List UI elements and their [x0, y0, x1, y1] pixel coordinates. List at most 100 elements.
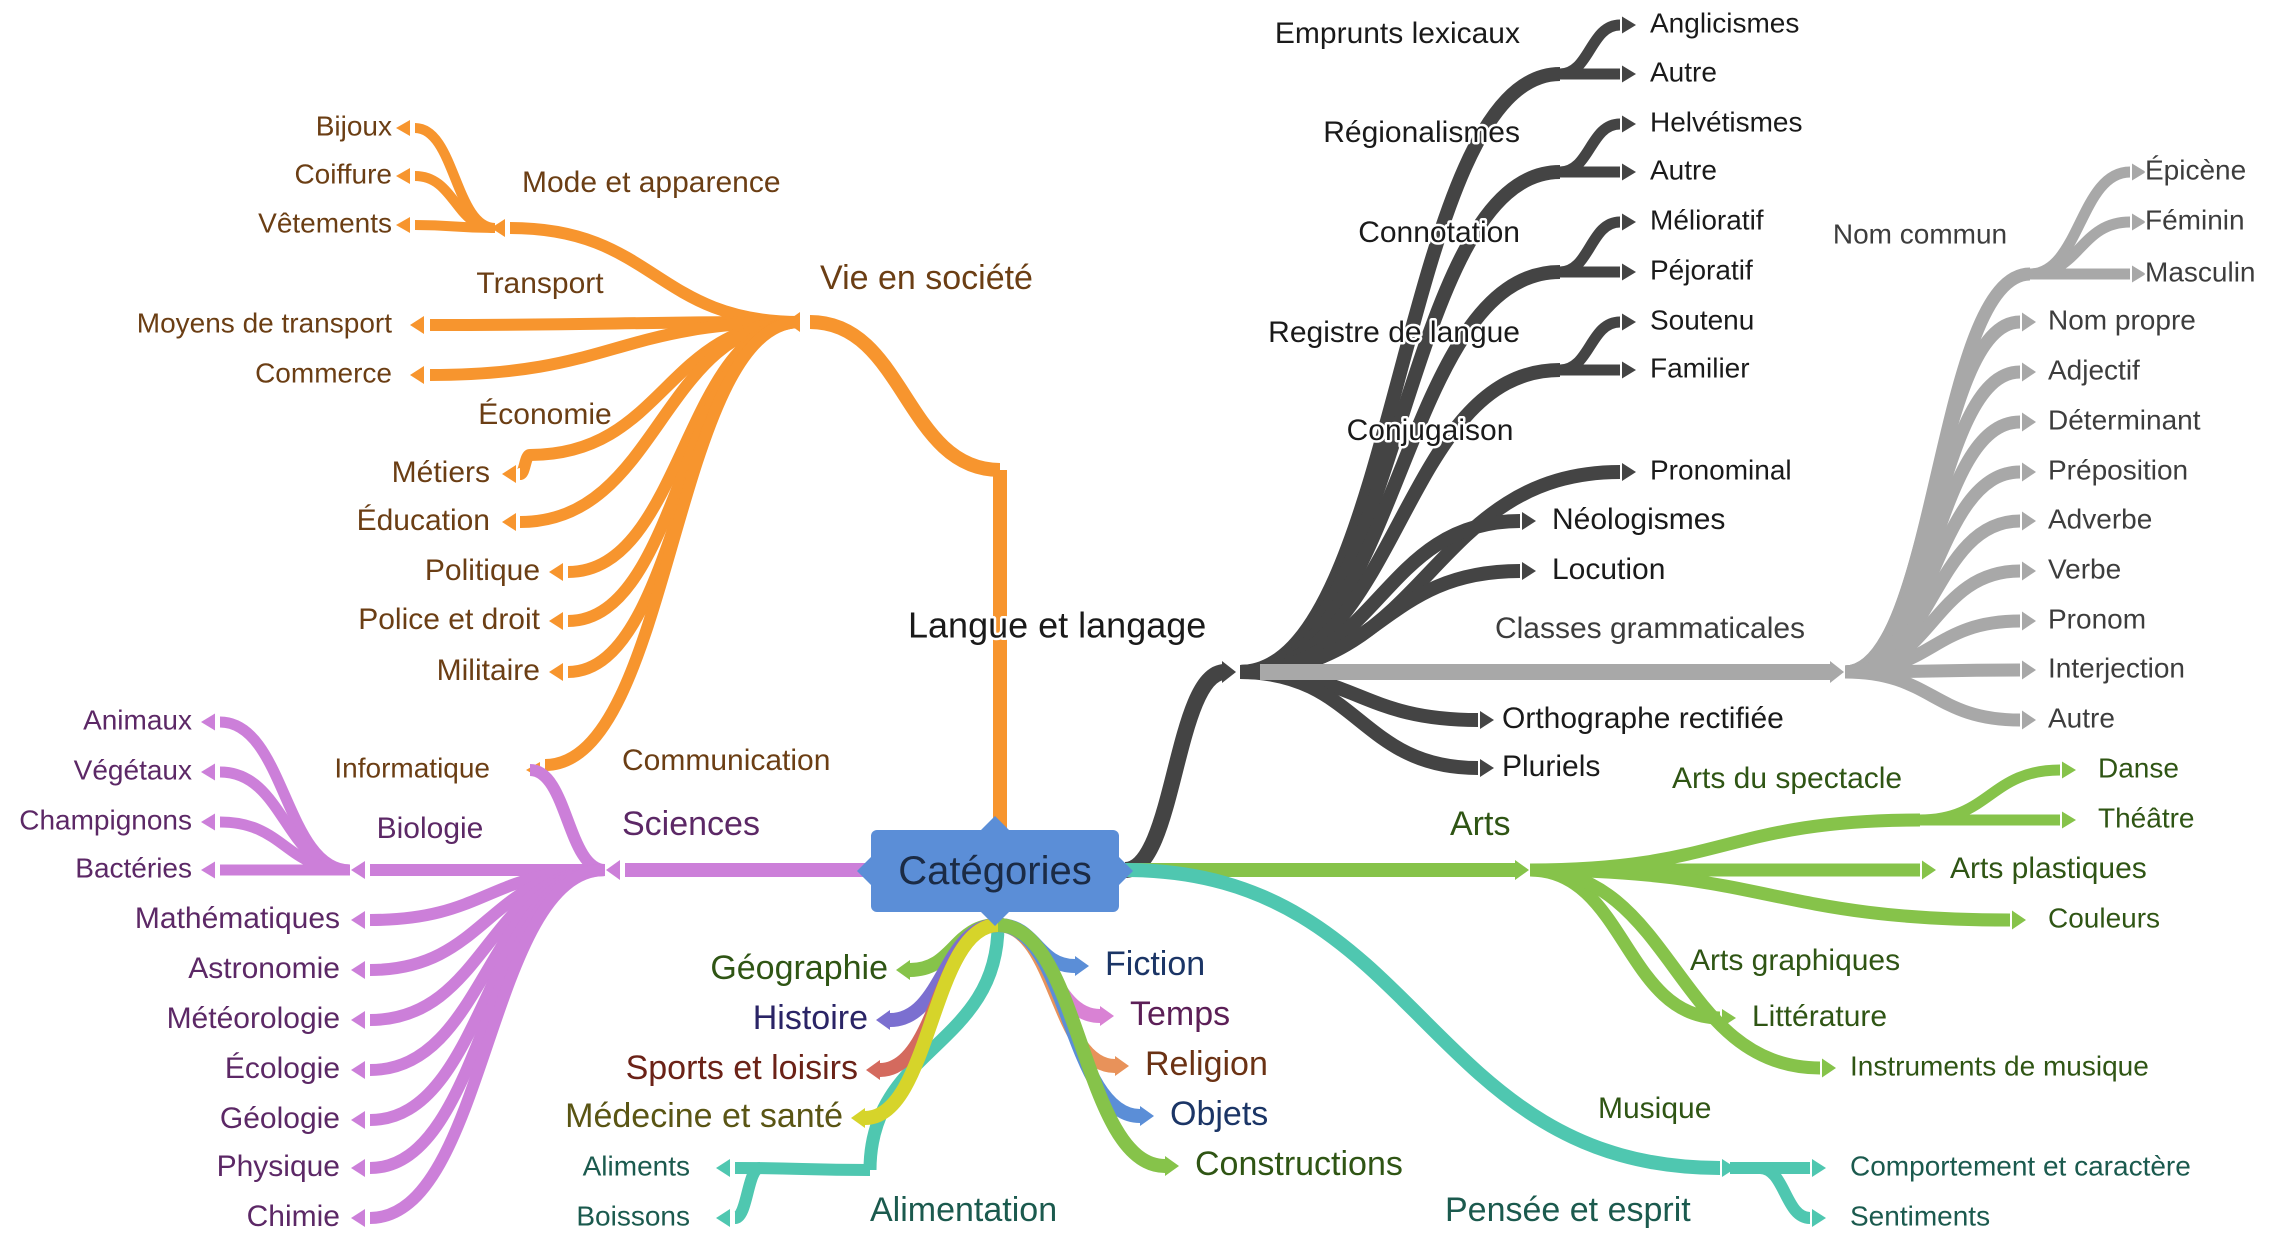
node-religion[interactable]: Religion	[1143, 1042, 1271, 1085]
node-pronom[interactable]: Pronom	[2046, 601, 2149, 637]
node-commerce[interactable]: Commerce	[253, 355, 395, 391]
node-vegetaux[interactable]: Végétaux	[71, 752, 194, 788]
arrow-tip-icon	[1100, 1006, 1114, 1026]
node-boissons[interactable]: Boissons	[574, 1198, 693, 1234]
node-nom-propre[interactable]: Nom propre	[2046, 302, 2199, 338]
node-vie-en-societe[interactable]: Vie en société	[818, 256, 1036, 299]
node-instruments-de-musique[interactable]: Instruments de musique	[1848, 1048, 2152, 1084]
node-sports-et-loisirs[interactable]: Sports et loisirs	[623, 1046, 860, 1089]
node-autre[interactable]: Autre	[1648, 152, 1720, 188]
node-meteorologie[interactable]: Météorologie	[164, 999, 342, 1037]
arrow-tip-icon	[1922, 860, 1936, 880]
node-classes-grammaticales[interactable]: Classes grammaticales	[1492, 609, 1807, 647]
node-animaux[interactable]: Animaux	[81, 702, 195, 738]
node-metiers[interactable]: Métiers	[389, 453, 492, 491]
node-informatique[interactable]: Informatique	[332, 750, 493, 786]
node-epicene[interactable]: Épicène	[2143, 152, 2249, 188]
node-arts-plastiques[interactable]: Arts plastiques	[1948, 849, 2150, 887]
node-determinant[interactable]: Déterminant	[2046, 402, 2204, 438]
node-bacteries[interactable]: Bactéries	[73, 850, 195, 886]
node-regionalismes[interactable]: Régionalismes	[1321, 113, 1523, 151]
node-melioratif[interactable]: Mélioratif	[1648, 202, 1767, 238]
node-comportement-et-caractere[interactable]: Comportement et caractère	[1848, 1148, 2194, 1184]
node-soutenu[interactable]: Soutenu	[1648, 302, 1757, 338]
node-pejoratif[interactable]: Péjoratif	[1648, 252, 1756, 288]
node-coiffure[interactable]: Coiffure	[292, 156, 395, 192]
node-connotation[interactable]: Connotation	[1356, 213, 1523, 251]
node-biologie[interactable]: Biologie	[374, 809, 486, 847]
root-label: Catégories	[898, 848, 1092, 893]
node-mode-et-apparence[interactable]: Mode et apparence	[520, 163, 784, 201]
node-sciences[interactable]: Sciences	[620, 802, 763, 845]
root-node[interactable]: Catégories	[857, 816, 1133, 926]
node-arts-du-spectacle[interactable]: Arts du spectacle	[1670, 759, 1905, 797]
node-familier[interactable]: Familier	[1648, 350, 1753, 386]
node-moyens-de-transport[interactable]: Moyens de transport	[134, 305, 394, 341]
node-geologie[interactable]: Géologie	[217, 1099, 342, 1137]
arrow-tip-icon	[896, 960, 910, 980]
node-pensee-et-esprit[interactable]: Pensée et esprit	[1443, 1188, 1694, 1231]
arrow-tip-icon	[1222, 661, 1236, 683]
node-education[interactable]: Éducation	[354, 501, 492, 539]
node-temps[interactable]: Temps	[1128, 992, 1233, 1035]
node-histoire[interactable]: Histoire	[750, 996, 870, 1039]
node-helvetismes[interactable]: Helvétismes	[1648, 104, 1805, 140]
node-objets[interactable]: Objets	[1168, 1092, 1271, 1135]
node-militaire[interactable]: Militaire	[434, 651, 542, 689]
connector-line	[429, 316, 801, 381]
node-autre[interactable]: Autre	[2046, 700, 2118, 736]
node-conjugaison[interactable]: Conjugaison	[1344, 411, 1516, 449]
node-preposition[interactable]: Préposition	[2046, 452, 2191, 488]
node-chimie[interactable]: Chimie	[244, 1197, 342, 1235]
node-alimentation[interactable]: Alimentation	[868, 1188, 1060, 1231]
node-medecine-et-sante[interactable]: Médecine et santé	[563, 1094, 846, 1137]
node-mathematiques[interactable]: Mathématiques	[132, 899, 342, 937]
node-emprunts-lexicaux[interactable]: Emprunts lexicaux	[1272, 14, 1522, 52]
node-vetements[interactable]: Vêtements	[256, 205, 395, 241]
node-bijoux[interactable]: Bijoux	[313, 108, 394, 144]
node-arts[interactable]: Arts	[1448, 802, 1513, 845]
node-constructions[interactable]: Constructions	[1193, 1142, 1406, 1185]
node-interjection[interactable]: Interjection	[2046, 650, 2188, 686]
arrow-tip-icon	[502, 513, 516, 531]
node-theatre[interactable]: Théâtre	[2096, 800, 2198, 836]
root-arrow-left	[857, 857, 871, 885]
node-anglicismes[interactable]: Anglicismes	[1648, 5, 1802, 41]
arrow-tip-icon	[2132, 265, 2146, 283]
arrow-tip-icon	[1622, 361, 1636, 379]
node-pluriels[interactable]: Pluriels	[1500, 747, 1603, 785]
node-sentiments[interactable]: Sentiments	[1848, 1198, 1993, 1234]
node-astronomie[interactable]: Astronomie	[186, 949, 343, 987]
node-danse[interactable]: Danse	[2096, 750, 2182, 786]
node-nom-commun[interactable]: Nom commun	[1830, 216, 2009, 252]
node-physique[interactable]: Physique	[214, 1147, 342, 1185]
node-ecologie[interactable]: Écologie	[222, 1049, 342, 1087]
node-verbe[interactable]: Verbe	[2046, 551, 2124, 587]
node-geographie[interactable]: Géographie	[708, 946, 891, 989]
node-musique[interactable]: Musique	[1596, 1089, 1714, 1127]
node-communication[interactable]: Communication	[620, 741, 833, 779]
node-orthographe-rectifiee[interactable]: Orthographe rectifiée	[1500, 699, 1787, 737]
node-champignons[interactable]: Champignons	[17, 802, 195, 838]
node-police-et-droit[interactable]: Police et droit	[356, 600, 543, 638]
vie-trunk-curve	[809, 315, 1001, 477]
node-politique[interactable]: Politique	[422, 551, 542, 589]
node-masculin[interactable]: Masculin	[2143, 254, 2258, 290]
node-langue-et-langage[interactable]: Langue et langage	[906, 602, 1209, 648]
node-arts-graphiques[interactable]: Arts graphiques	[1688, 941, 1903, 979]
node-locution[interactable]: Locution	[1550, 550, 1668, 588]
node-neologismes[interactable]: Néologismes	[1550, 500, 1728, 538]
node-economie[interactable]: Économie	[476, 395, 614, 433]
node-registre-de-langue[interactable]: Registre de langue	[1266, 313, 1523, 351]
node-adjectif[interactable]: Adjectif	[2046, 352, 2143, 388]
node-feminin[interactable]: Féminin	[2143, 202, 2248, 238]
node-pronominal[interactable]: Pronominal	[1648, 452, 1795, 488]
node-adverbe[interactable]: Adverbe	[2046, 501, 2155, 537]
node-litterature[interactable]: Littérature	[1750, 997, 1890, 1035]
connector-line	[1758, 1162, 1812, 1224]
node-autre[interactable]: Autre	[1648, 54, 1720, 90]
node-couleurs[interactable]: Couleurs	[2046, 900, 2163, 936]
node-fiction[interactable]: Fiction	[1103, 942, 1208, 985]
node-aliments[interactable]: Aliments	[580, 1148, 692, 1184]
node-transport[interactable]: Transport	[474, 264, 607, 302]
